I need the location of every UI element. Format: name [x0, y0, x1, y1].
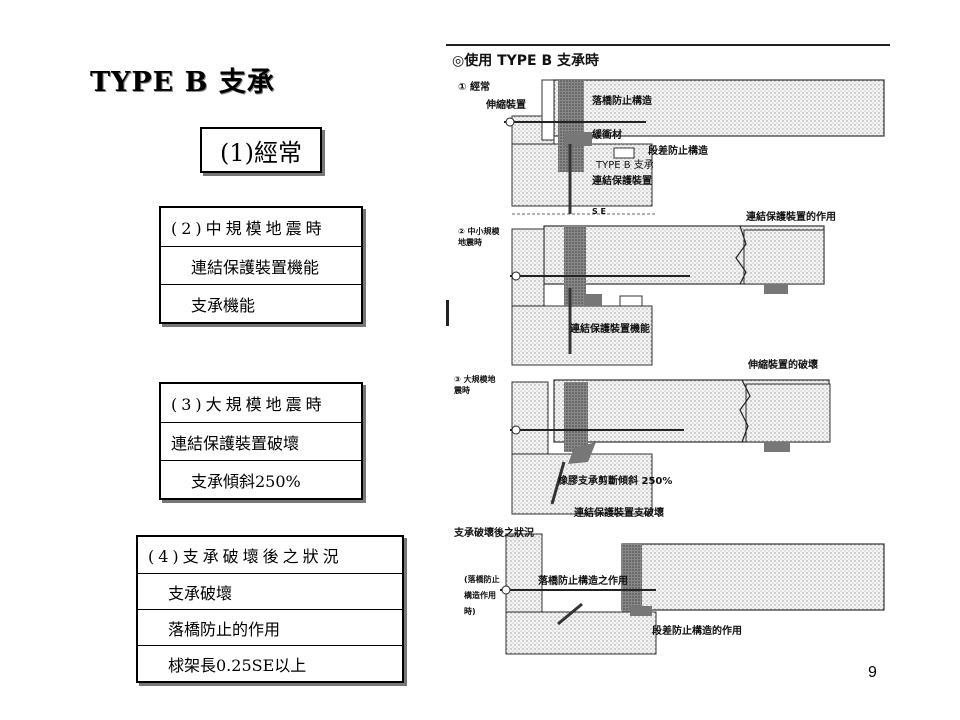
case-label: 支承破壞後之狀況 — [454, 528, 534, 539]
diagram-label: 落橋防止構造之作用 — [538, 576, 628, 587]
diagram-label: S E — [592, 207, 607, 216]
table-row: 連結保護裝置破壞 — [161, 422, 361, 460]
diagram-label: 連結保護裝置機能 — [570, 324, 650, 335]
diagram-label: 連結保護裝置支破壞 — [574, 508, 664, 519]
section-normal-box: (1)經常 — [200, 127, 322, 173]
bearing-diagram: ◎使用 TYPE B 支承時 ① 經常 伸縮裝置 落橋防止構造 緩衝材 段差防止… — [446, 44, 890, 660]
table-row: 支承傾斜250% — [161, 460, 361, 498]
diagram-label: 橡膠支承剪斷傾斜 250% — [558, 476, 673, 487]
diagram-label: 緩衝材 — [592, 130, 622, 141]
table-header: (4)支承破壞後之狀況 — [148, 547, 343, 566]
table-row: 支承破壞 — [138, 573, 402, 609]
case-side-note: (落橋防止構造作用時) — [464, 575, 500, 616]
diagram-label: 落橋防止構造 — [592, 96, 652, 107]
diagram-label: 連結保護裝置的作用 — [746, 212, 836, 223]
case-medium-drawing — [510, 225, 825, 366]
table-row: 連結保護裝置機能 — [161, 246, 361, 284]
diagram-left-mark — [446, 300, 449, 326]
page-number: 9 — [868, 664, 877, 681]
diagram-heading: ◎使用 TYPE B 支承時 — [452, 53, 600, 69]
diagram-label: 伸縮裝置的破壞 — [748, 360, 818, 371]
table-header: (3)大規模地震時 — [171, 395, 326, 414]
table-row: 支承機能 — [161, 284, 361, 322]
case-label: ③ 大規模地震時 — [454, 375, 496, 395]
section-after-failure-table: (4)支承破壞後之狀況 支承破壞 落橋防止的作用 梂架長0.25SE以上 — [136, 535, 404, 683]
diagram-label: TYPE B 支承 — [596, 160, 654, 171]
diagram-label: 段差防止構造 — [648, 146, 708, 157]
diagram-top-border — [446, 44, 890, 46]
section-large-earthquake-table: (3)大規模地震時 連結保護裝置破壞 支承傾斜250% — [159, 382, 363, 500]
case-after-failure-drawing — [500, 533, 885, 655]
section-medium-earthquake-table: (2)中規模地震時 連結保護裝置機能 支承機能 — [159, 206, 363, 324]
case-normal-drawing — [504, 79, 885, 215]
table-row: 落橋防止的作用 — [138, 609, 402, 645]
bearing-diagram-drawing — [500, 79, 885, 655]
diagram-label: 伸縮裝置 — [486, 100, 526, 111]
diagram-label: 段差防止構造的作用 — [652, 626, 742, 637]
diagram-label: 連結保護裝置 — [592, 176, 652, 187]
table-row: 梂架長0.25SE以上 — [138, 645, 402, 681]
case-large-drawing — [510, 379, 831, 515]
page-title: TYPE B 支承 — [90, 67, 275, 98]
case-label: ② 中小規模地震時 — [458, 227, 500, 247]
case-label: ① 經常 — [458, 82, 490, 93]
table-header: (2)中規模地震時 — [171, 219, 326, 238]
